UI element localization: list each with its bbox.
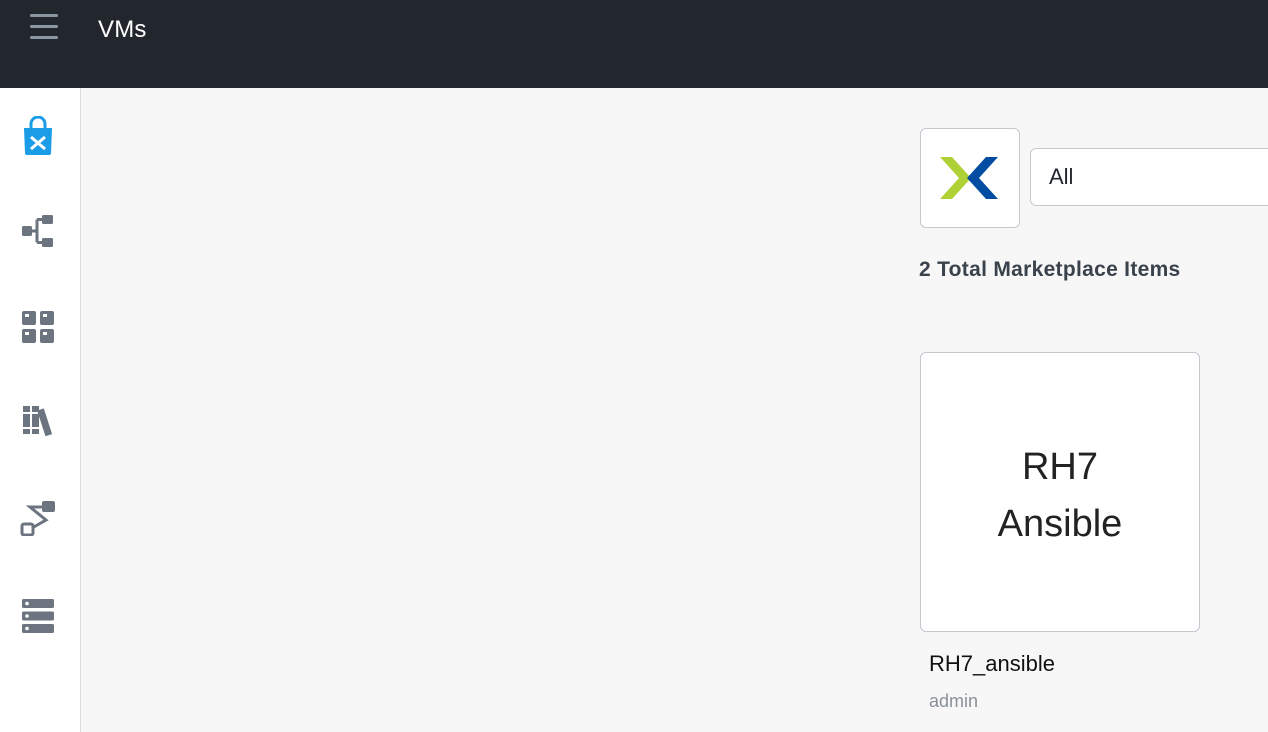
provider-logo-filter[interactable]: [920, 128, 1020, 228]
thumbnail-line-1: RH7: [1021, 446, 1099, 488]
marketplace-main: All 2 Total Marketplace Items RH7 Ansibl…: [81, 88, 1268, 732]
sidebar-item-marketplace[interactable]: [12, 110, 64, 162]
sidebar-item-library[interactable]: [12, 394, 64, 446]
thumbnail-text: RH7 Ansible: [921, 439, 1199, 553]
server-stack-icon: [22, 599, 54, 633]
shopping-bag-icon: [24, 116, 52, 155]
category-filter-select[interactable]: All: [1030, 148, 1268, 206]
library-books-icon: [23, 406, 53, 437]
nutanix-logo-icon: [940, 157, 998, 199]
sidebar-item-runbooks[interactable]: [12, 492, 64, 544]
runbook-path-icon: [20, 501, 55, 536]
applications-grid-icon: [22, 311, 54, 343]
marketplace-item-title[interactable]: RH7_ansible: [929, 651, 1055, 676]
sidebar-item-blueprints[interactable]: [12, 205, 64, 257]
blueprint-tree-icon: [22, 215, 53, 247]
sidebar-item-applications[interactable]: [12, 301, 64, 353]
thumbnail-line-2: Ansible: [997, 503, 1123, 545]
hamburger-menu-icon[interactable]: [28, 10, 60, 42]
total-items-count: 2 Total Marketplace Items: [919, 258, 1181, 281]
sidebar-item-endpoints[interactable]: [12, 590, 64, 642]
marketplace-item-thumbnail[interactable]: RH7 Ansible: [920, 352, 1200, 632]
page-title: VMs: [98, 16, 147, 43]
top-navigation-bar: VMs: [0, 0, 1268, 88]
sidebar: [0, 88, 81, 732]
marketplace-item-owner: admin: [929, 691, 979, 711]
